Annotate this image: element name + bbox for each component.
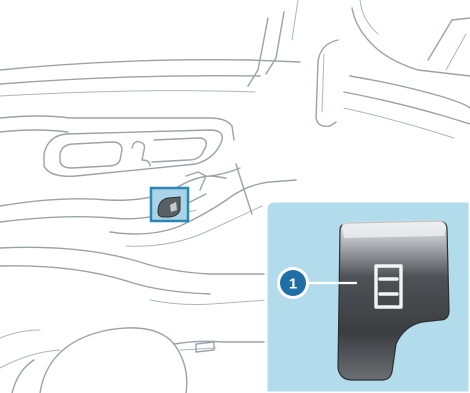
button-top-highlight — [342, 220, 446, 238]
callout-number: 1 — [289, 276, 297, 293]
